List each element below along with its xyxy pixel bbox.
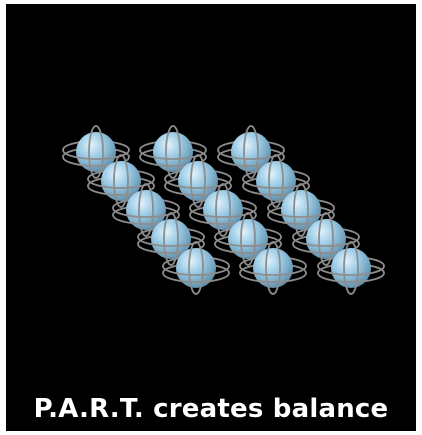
image-frame: P.A.R.T. creates balance <box>6 4 416 431</box>
sphere-lattice <box>6 4 416 431</box>
caption-text: P.A.R.T. creates balance <box>6 393 416 425</box>
